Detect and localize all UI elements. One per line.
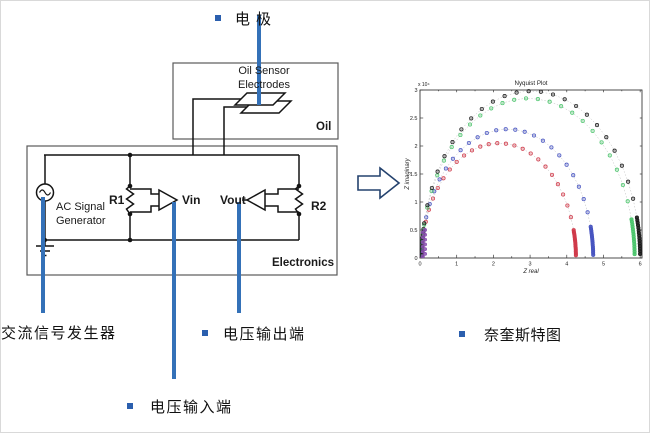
callout-label-electrode: 电极 [235,10,278,28]
r2-label: R2 [311,199,327,213]
callout-label-nyquist: 奈奎斯特图 [484,326,562,344]
oil-sensor-label-line1: Oil Sensor [238,65,290,77]
x-axis-label: Z real [522,269,539,274]
vout-label: Vout [220,193,246,207]
plot-axes-box [419,89,643,259]
callout-lines [41,15,261,379]
x-tick-label: 6 [639,262,642,268]
series-arc-black [419,89,643,258]
oil-sensor-label-line2: Electrodes [238,78,290,91]
bullet-icon-voltage-output [202,330,208,336]
y-tick-label: 2 [414,144,417,150]
origin-cluster [420,228,428,259]
y-axis-label: Z imaginary [405,157,411,190]
oil-box-label: Oil [316,121,332,133]
y-tick-label: 0.5 [410,228,418,234]
callout-label-ac-generator: 交流信号发生器 [1,324,117,342]
x-ticks [419,90,641,258]
axis-multiplier-label: x 10⁴ [418,82,430,88]
electronics-box [26,145,338,276]
ac-label-line2: Generator [56,214,106,227]
oil-sensor-electrodes-label: Oil Sensor Electrodes [218,65,310,93]
ac-source-symbol [35,183,55,202]
buffer-amp-vin [158,188,179,212]
x-tick-label: 5 [602,262,605,268]
x-tick-label: 4 [565,262,568,268]
y-ticks [420,89,642,259]
y-tick-label: 0 [414,256,417,262]
right-block-arrow-icon [357,166,401,200]
sensor-electrode-plates [233,92,293,114]
series-arc-green [419,96,637,258]
bullet-icon-electrode [215,15,221,21]
buffer-amp-vout [245,188,266,212]
x-tick-label: 0 [418,262,421,268]
x-tick-label: 3 [529,262,532,268]
resistor-r1 [125,185,135,215]
y-tick-label: 1 [414,200,417,206]
y-tick-label: 2.5 [410,116,418,122]
callout-label-voltage-output: 电压输出端 [223,325,306,343]
ac-label-line1: AC Signal [56,201,105,213]
vin-label: Vin [182,193,201,207]
callout-label-voltage-input: 电压输入端 [150,398,233,416]
electronics-box-label: Electronics [272,257,334,269]
ac-signal-generator-label: AC Signal Generator [56,201,106,229]
y-tick-label: 1.5 [410,172,418,178]
y-tick-label: 3 [414,88,417,94]
x-tick-label: 2 [492,262,495,268]
x-tick-label: 1 [455,262,458,268]
bullet-icon-nyquist [459,331,465,337]
r1-label: R1 [109,193,125,207]
nyquist-plot-figure: 0 1 2 3 4 5 6 0 0.5 1 1.5 2 2.5 3 Nyquist Plot Z real Z … [404,64,649,275]
bullet-icon-voltage-input [127,403,133,409]
series-arc-blue [419,127,596,258]
nyquist-plot-svg: 0 1 2 3 4 5 6 0 0.5 1 1.5 2 2.5 3 Nyquist Plot Z real Z … [405,80,643,275]
plot-title: Nyquist Plot [514,80,547,87]
